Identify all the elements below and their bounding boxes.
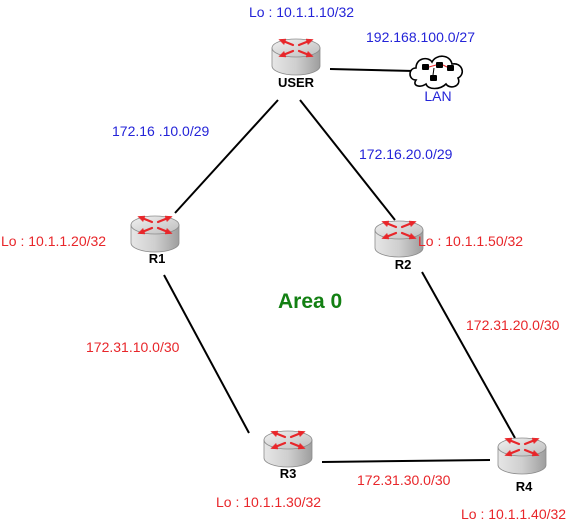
link-r3-r4 [321,459,491,463]
lan-name: LAN [424,88,451,104]
r2-loopback-label: Lo : 10.1.1.50/32 [418,233,523,249]
r4-loopback-label: Lo : 10.1.1.40/32 [461,506,566,522]
router-r1-name: R1 [149,251,166,266]
link-user-r2 [299,99,396,221]
link-r1-r3 [163,274,250,434]
router-r2-name: R2 [395,257,412,272]
link-r2-r4-subnet: 172.31.20.0/30 [466,317,560,333]
router-user-name: USER [278,75,315,90]
router-r3[interactable]: R3 [262,429,314,481]
router-icon [373,219,425,259]
link-user-r1 [174,99,279,214]
router-icon [496,436,548,476]
lan-cloud[interactable]: LAN [409,55,464,104]
router-r1[interactable]: R1 [129,214,181,266]
user-loopback-label: Lo : 10.1.1.10/32 [249,4,354,20]
cloud-icon [409,55,464,90]
area-label: Area 0 [278,290,342,313]
router-icon [262,429,314,469]
router-icon [270,37,322,77]
link-user-lan [329,68,415,72]
link-user-r1-subnet: 172.16 .10.0/29 [112,123,210,139]
router-r2[interactable]: R2 [373,219,425,272]
router-user[interactable]: USER [270,37,322,90]
router-r4-name: R4 [516,479,533,494]
router-icon [129,214,181,254]
r1-loopback-label: Lo : 10.1.1.20/32 [1,233,106,249]
r3-loopback-label: Lo : 10.1.1.30/32 [216,494,321,510]
router-r4[interactable]: R4 [496,436,548,494]
link-r3-r4-subnet: 172.31.30.0/30 [357,472,451,488]
links-layer [163,68,516,463]
lan-subnet-label: 192.168.100.0/27 [366,29,475,45]
link-r1-r3-subnet: 172.31.10.0/30 [86,339,180,355]
link-user-r2-subnet: 172.16.20.0/29 [359,146,453,162]
router-r3-name: R3 [280,466,297,481]
link-r2-r4 [421,271,516,439]
